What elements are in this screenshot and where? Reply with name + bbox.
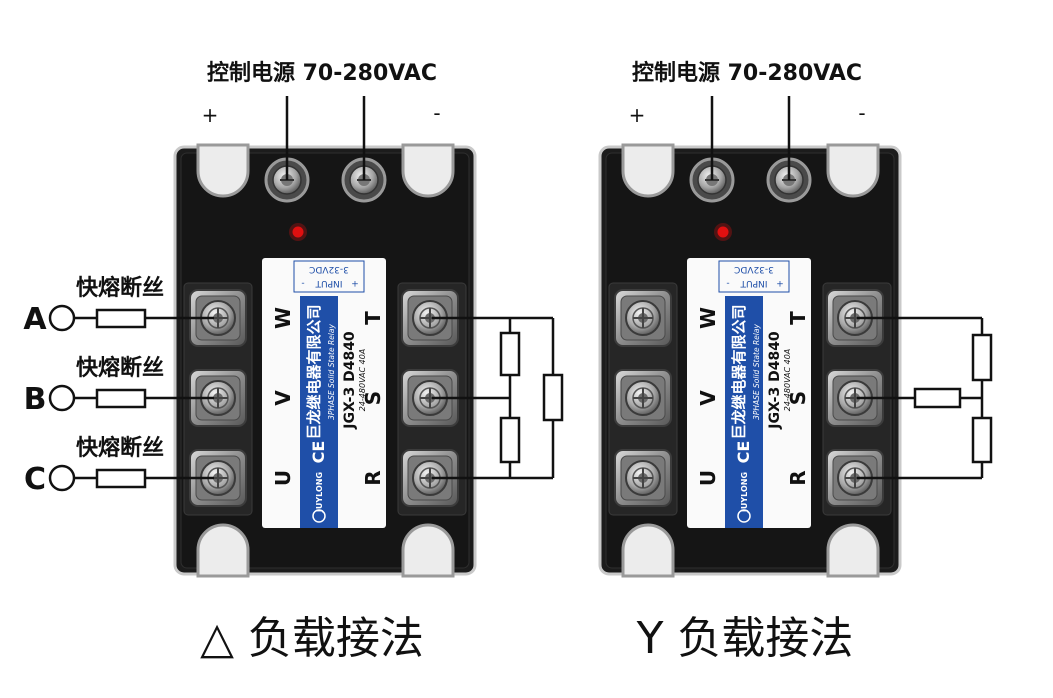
input-box xyxy=(718,260,790,293)
terminal-letter-s: S xyxy=(361,391,385,405)
product-label: 3-32VDC INPUT + - 巨龙继电器有限公司 3PHASE Solid… xyxy=(262,258,386,528)
ce-mark: CE xyxy=(734,441,753,464)
phase-label: C xyxy=(24,462,46,497)
input-plus: + xyxy=(776,278,784,288)
mounting-notch-bottom-left xyxy=(196,523,250,578)
brand-logo-text: JUYLONG xyxy=(315,472,324,513)
delta-caption: △ 负载接法 xyxy=(200,613,424,664)
terminal-letter-w: W xyxy=(696,307,720,329)
rating: 24-480VAC 40A xyxy=(358,349,367,412)
delta-diagram-annotations: 控制电源 70-280VAC + - 快熔断丝 A 快熔断丝 B 快熔断丝 C xyxy=(23,60,564,664)
fuse-symbol xyxy=(95,468,147,489)
wye-diagram-annotations: 控制电源 70-280VAC + - Y 负载接法 xyxy=(629,60,993,664)
phase-node xyxy=(48,464,76,492)
mounting-notch-top-right xyxy=(826,143,880,198)
product-label: 3-32VDC INPUT + - 巨龙继电器有限公司 3PHASE Solid… xyxy=(687,258,811,528)
label-brand-strip xyxy=(300,296,338,528)
fuse-label: 快熔断丝 xyxy=(76,275,164,301)
terminal-letter-t: T xyxy=(786,311,810,325)
mounting-notch-top-left xyxy=(196,143,250,198)
brand-logo-icon xyxy=(312,509,326,523)
fuse-symbol xyxy=(95,308,147,329)
model-number: JGX-3 D4840 xyxy=(342,331,358,430)
rating: 24-480VAC 40A xyxy=(783,349,792,412)
company-name: 巨龙继电器有限公司 xyxy=(730,304,748,439)
control-power-label: 控制电源 70-280VAC xyxy=(207,60,437,86)
control-plus-sign: + xyxy=(629,103,646,127)
line-input-a: 快熔断丝 A xyxy=(23,275,214,337)
terminal-v xyxy=(614,369,672,427)
terminal-letter-s: S xyxy=(786,391,810,405)
terminal-letter-v: V xyxy=(271,390,295,406)
input-box xyxy=(293,260,365,293)
wye-load-network xyxy=(857,316,993,480)
terminal-u xyxy=(614,449,672,507)
input-minus: - xyxy=(726,278,729,288)
input-range: 3-32VDC xyxy=(734,264,774,274)
control-minus-sign: - xyxy=(433,101,440,125)
terminal-letter-w: W xyxy=(271,307,295,329)
fuse-label: 快熔断丝 xyxy=(76,355,164,381)
terminal-w xyxy=(614,289,672,347)
terminal-letter-t: T xyxy=(361,311,385,325)
input-plus: + xyxy=(351,278,359,288)
input-text: INPUT xyxy=(740,278,767,288)
phase-label: A xyxy=(23,302,47,337)
delta-load-network xyxy=(432,316,564,480)
terminal-letter-r: R xyxy=(361,470,385,485)
mounting-notch-top-left xyxy=(621,143,675,198)
indicator-led xyxy=(717,226,729,238)
fuse-symbol xyxy=(95,388,147,409)
load-resistor-sr xyxy=(499,416,521,464)
model-number: JGX-3 D4840 xyxy=(767,331,783,430)
terminal-letter-u: U xyxy=(271,470,295,486)
indicator-led xyxy=(292,226,304,238)
control-minus-sign: - xyxy=(858,101,865,125)
load-resistor-tr xyxy=(542,373,564,422)
terminal-letter-r: R xyxy=(786,470,810,485)
label-brand-strip xyxy=(725,296,763,528)
line-input-b: 快熔断丝 B xyxy=(24,355,214,417)
mounting-notch-bottom-left xyxy=(621,523,675,578)
load-resistor-ts xyxy=(499,331,521,377)
wye-load-wires xyxy=(857,316,984,480)
input-range: 3-32VDC xyxy=(309,264,349,274)
load-resistor-r xyxy=(971,416,993,464)
mounting-notch-top-right xyxy=(401,143,455,198)
phase-node xyxy=(48,304,76,332)
control-plus-sign: + xyxy=(202,103,219,127)
control-power-label: 控制电源 70-280VAC xyxy=(632,60,862,86)
wye-caption: Y 负载接法 xyxy=(636,613,854,664)
phase-label: B xyxy=(24,382,47,417)
delta-load-wires xyxy=(432,316,555,480)
brand-logo-icon xyxy=(737,509,751,523)
load-resistor-t xyxy=(971,333,993,382)
terminal-letter-v: V xyxy=(696,390,720,406)
fuse-label: 快熔断丝 xyxy=(76,435,164,461)
input-text: INPUT xyxy=(315,278,342,288)
product-type: 3PHASE Solid State Relay xyxy=(752,324,761,420)
relay-wye: 3-32VDC INPUT + - 巨龙继电器有限公司 3PHASE Solid… xyxy=(598,143,902,578)
load-resistor-s xyxy=(913,387,962,409)
phase-node xyxy=(48,384,76,412)
company-name: 巨龙继电器有限公司 xyxy=(305,304,323,439)
brand-logo-text: JUYLONG xyxy=(740,472,749,513)
mounting-notch-bottom-right xyxy=(401,523,455,578)
line-input-c: 快熔断丝 C xyxy=(24,435,214,497)
terminal-letter-u: U xyxy=(696,470,720,486)
input-minus: - xyxy=(301,278,304,288)
mounting-notch-bottom-right xyxy=(826,523,880,578)
product-type: 3PHASE Solid State Relay xyxy=(327,324,336,420)
relay-delta: 3-32VDC INPUT + - 巨龙继电器有限公司 3PHASE Solid… xyxy=(173,143,477,578)
ce-mark: CE xyxy=(309,441,328,464)
